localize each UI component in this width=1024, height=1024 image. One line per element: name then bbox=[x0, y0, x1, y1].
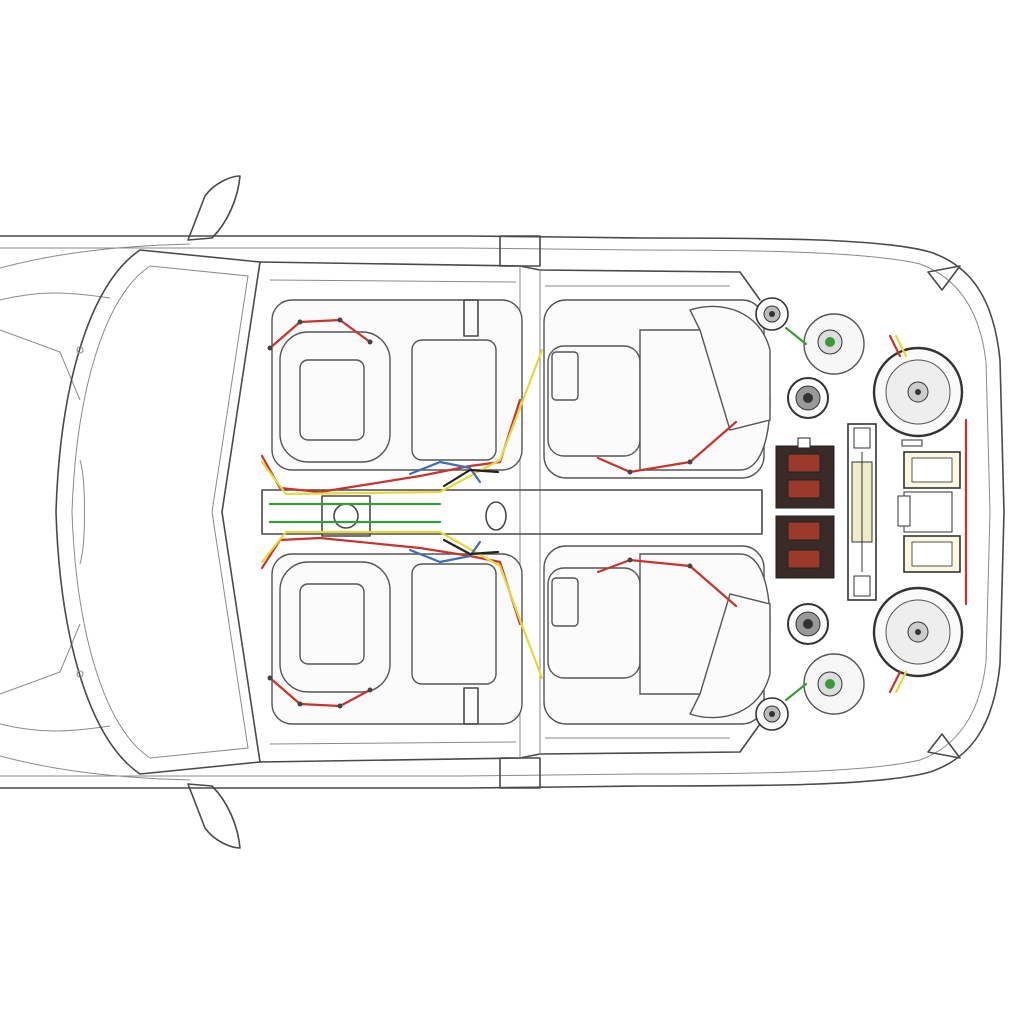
rear-seat-right bbox=[543, 545, 771, 725]
rear-seat-left bbox=[543, 299, 771, 479]
distribution-block bbox=[847, 423, 877, 601]
crossover-bottom bbox=[903, 535, 961, 573]
speakers bbox=[755, 297, 964, 731]
subwoofer-left bbox=[872, 346, 964, 438]
wire-red-rr bbox=[596, 558, 738, 608]
wire-green-ml bbox=[784, 326, 808, 346]
front-seat-right bbox=[271, 553, 523, 725]
amplifier-modules bbox=[775, 423, 961, 601]
door-speaker-rear-left bbox=[787, 377, 829, 419]
door-speaker-rear-right bbox=[787, 603, 829, 645]
wire-yellow-sub-l bbox=[894, 334, 908, 358]
left-mirror bbox=[187, 175, 241, 241]
right-mirror bbox=[187, 783, 241, 849]
front-seat-left bbox=[271, 299, 523, 471]
wire-red-sub-l bbox=[888, 334, 902, 358]
gear-knob bbox=[333, 503, 359, 529]
crossover-top bbox=[903, 451, 961, 489]
wiring-harness bbox=[260, 317, 968, 709]
wire-black-upper bbox=[442, 468, 500, 488]
car-body bbox=[0, 235, 1005, 789]
wire-blue-upper bbox=[408, 460, 482, 484]
wire-blue-lower bbox=[408, 540, 482, 564]
subwoofer-right bbox=[872, 586, 964, 678]
amp-module-top bbox=[775, 437, 835, 509]
wire-yellow-upper bbox=[260, 348, 544, 496]
tweeter-right bbox=[755, 697, 789, 731]
wire-yellow-lower bbox=[260, 530, 544, 680]
wire-red-fr bbox=[268, 676, 372, 708]
wire-black-lower bbox=[442, 538, 500, 556]
mid-speaker-right bbox=[803, 653, 865, 715]
wire-red-fl bbox=[268, 318, 372, 350]
wire-red-sub-r bbox=[888, 670, 902, 694]
side-mirrors bbox=[187, 175, 241, 849]
shifter-box bbox=[321, 495, 371, 537]
wire-green-mr bbox=[784, 682, 808, 702]
b-pillar-bottom bbox=[499, 757, 541, 789]
wire-yellow-sub-r bbox=[894, 670, 908, 694]
wire-red-rl bbox=[596, 420, 738, 474]
mid-speaker-left bbox=[803, 313, 865, 375]
wire-red-upper bbox=[260, 398, 522, 494]
tweeter-left bbox=[755, 297, 789, 331]
body-outline bbox=[0, 235, 1005, 789]
b-pillar-top bbox=[499, 235, 541, 267]
center-console bbox=[261, 489, 763, 537]
fuse-block bbox=[903, 491, 953, 533]
amp-module-bottom bbox=[775, 515, 835, 579]
windshield bbox=[55, 249, 261, 775]
